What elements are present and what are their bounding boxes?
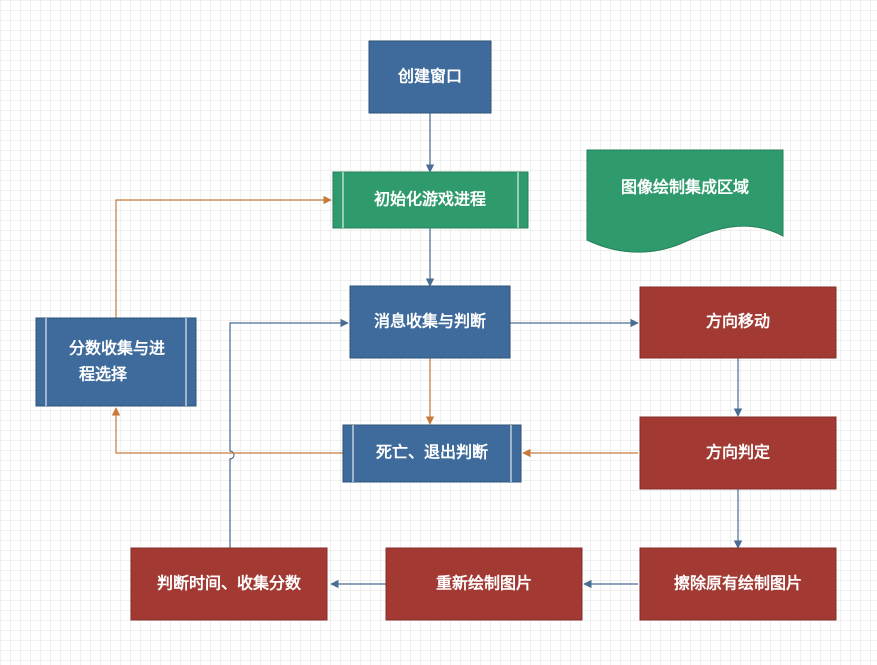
node-death-exit-label: 死亡、退出判断 (376, 443, 488, 462)
node-direction-judge-label: 方向判定 (706, 443, 770, 462)
node-score-select: 分数收集与进 程选择 (35, 317, 197, 407)
node-direction-move: 方向移动 (639, 286, 837, 359)
node-image-area: 图像绘制集成区域 (586, 149, 784, 253)
arrow-score-to-init (115, 195, 332, 318)
node-score-select-label-2: 程选择 (79, 365, 128, 384)
arrow-death-to-score (111, 407, 343, 454)
node-redraw: 重新绘制图片 (385, 547, 583, 621)
node-init-game: 初始化游戏进程 (332, 171, 529, 229)
node-create-window: 创建窗口 (368, 40, 492, 114)
node-create-window-label: 创建窗口 (397, 67, 462, 86)
node-erase: 擦除原有绘制图片 (639, 547, 837, 621)
node-time-score-label: 判断时间、收集分数 (157, 574, 302, 593)
arrow-time-to-message (229, 318, 349, 548)
node-score-select-label-1: 分数收集与进 (69, 339, 165, 358)
node-direction-judge: 方向判定 (639, 416, 837, 490)
node-init-game-label: 初始化游戏进程 (374, 190, 486, 209)
node-image-area-label: 图像绘制集成区域 (621, 178, 749, 197)
connectors (111, 113, 743, 589)
node-message-collect-label: 消息收集与判断 (374, 312, 486, 331)
node-redraw-label: 重新绘制图片 (436, 574, 532, 593)
node-message-collect: 消息收集与判断 (349, 285, 511, 359)
node-direction-move-label: 方向移动 (706, 312, 770, 331)
node-death-exit: 死亡、退出判断 (342, 424, 522, 483)
node-erase-label: 擦除原有绘制图片 (674, 574, 802, 593)
node-time-score: 判断时间、收集分数 (130, 547, 328, 621)
